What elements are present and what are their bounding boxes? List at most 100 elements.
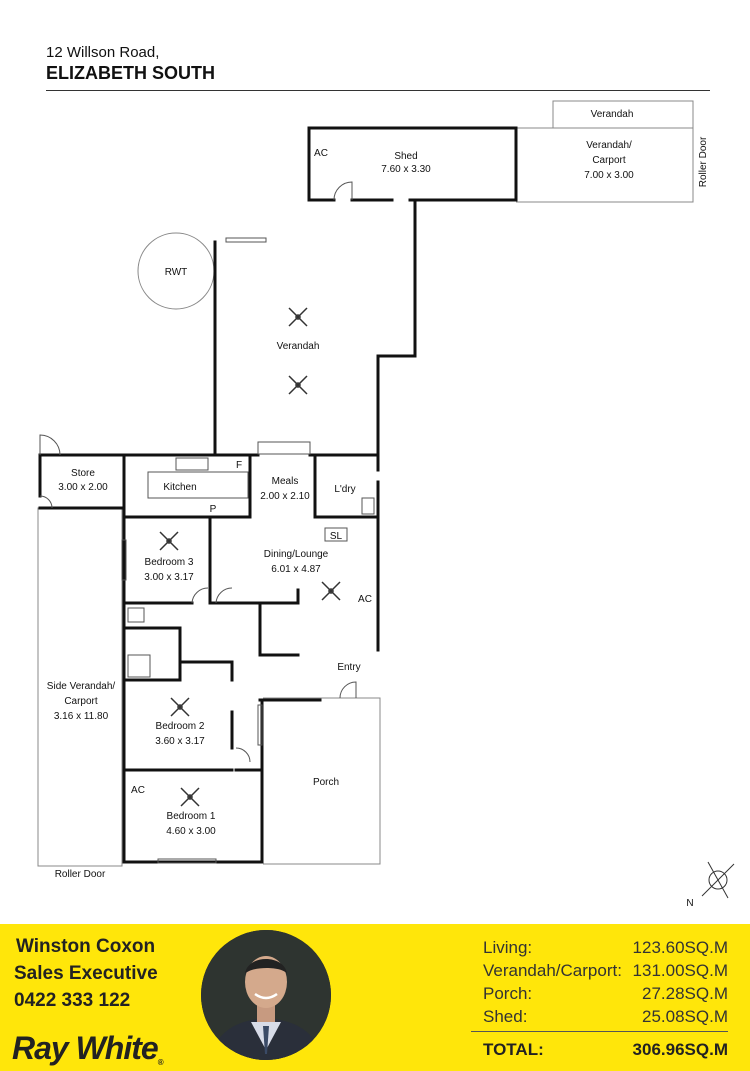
entry-wall xyxy=(258,601,300,657)
kitchen-bench xyxy=(147,471,249,499)
verandah-east-wall xyxy=(376,198,417,457)
store-side-door xyxy=(39,495,53,509)
ac-bed1-label: AC xyxy=(131,785,145,796)
kitchen-wall xyxy=(122,456,252,519)
area-row: Verandah/Carport: 131.00SQ.M xyxy=(483,961,728,984)
area-value: 131.00SQ.M xyxy=(632,961,728,980)
bedroom3-label: Bedroom 3 xyxy=(145,557,194,568)
porch-label: Porch xyxy=(313,777,339,788)
sl-box xyxy=(324,527,348,542)
fan-icon xyxy=(180,787,200,807)
laundry-wall xyxy=(313,453,380,519)
entry-door xyxy=(339,681,357,699)
fan-icon xyxy=(159,531,179,551)
header-divider xyxy=(46,90,710,91)
agent-name: Winston Coxon xyxy=(16,936,156,957)
laundry-label: L'dry xyxy=(334,484,355,495)
bedroom3-door xyxy=(191,587,209,604)
brand-logo: Ray White® xyxy=(12,1030,164,1067)
bedroom3-wall xyxy=(208,515,260,605)
suburb-title: ELIZABETH SOUTH xyxy=(46,63,215,83)
linen-wall xyxy=(178,660,234,682)
bedroom2-window xyxy=(257,704,263,746)
meals-sliding-door xyxy=(257,441,311,455)
agent-footer: Winston Coxon Sales Executive 0422 333 1… xyxy=(0,924,750,1071)
shed-wall xyxy=(307,126,518,202)
total-value: 306.96SQ.M xyxy=(632,1040,728,1059)
north-arrow-icon xyxy=(701,861,735,899)
ac-lounge-label: AC xyxy=(358,594,372,605)
kitchen-label: Kitchen xyxy=(163,482,196,493)
north-label: N xyxy=(686,898,693,909)
verandah-window xyxy=(225,237,267,243)
hall-door xyxy=(215,587,233,604)
area-label: Living: xyxy=(483,938,533,957)
side-verandah-label-2: Carport xyxy=(64,696,98,707)
total-label: TOTAL: xyxy=(483,1040,544,1059)
area-label: Verandah/Carport: xyxy=(483,961,622,980)
brand-mark: ® xyxy=(157,1058,164,1067)
verandah-top-label: Verandah xyxy=(591,109,634,120)
dining-lounge-dims: 6.01 x 4.87 xyxy=(271,564,321,575)
side-verandah-label-1: Side Verandah/ xyxy=(47,681,116,692)
rwt-label: RWT xyxy=(165,267,188,278)
meals-dims: 2.00 x 2.10 xyxy=(260,491,310,502)
bedroom1-window xyxy=(157,858,217,864)
area-value: 25.08SQ.M xyxy=(642,1007,728,1026)
bedroom1-label: Bedroom 1 xyxy=(167,811,216,822)
shower xyxy=(127,654,151,678)
agent-photo xyxy=(201,930,331,1060)
store-dims: 3.00 x 2.00 xyxy=(58,482,108,493)
area-label: Shed: xyxy=(483,1007,528,1026)
shed-dims: 7.60 x 3.30 xyxy=(381,164,431,175)
roller-door-right-label: Roller Door xyxy=(698,136,709,187)
shed-label: Shed xyxy=(394,151,417,162)
hall-wall xyxy=(230,588,300,605)
area-row: Living: 123.60SQ.M xyxy=(483,938,728,961)
bedroom2-dims: 3.60 x 3.17 xyxy=(155,736,205,747)
total-divider xyxy=(471,1031,728,1032)
entry-label: Entry xyxy=(337,662,360,673)
bedroom2-door xyxy=(235,747,251,763)
fan-icon xyxy=(170,697,190,717)
meals-label: Meals xyxy=(272,476,299,487)
brand-name: Ray White xyxy=(12,1030,159,1066)
store-door xyxy=(39,434,61,456)
verandah-outlines xyxy=(37,100,694,867)
sl-label: SL xyxy=(330,531,343,542)
bedroom3-dims: 3.00 x 3.17 xyxy=(144,572,194,583)
sink xyxy=(175,457,209,471)
verandah-label: Verandah xyxy=(277,341,320,352)
fan-icon xyxy=(288,307,308,327)
fridge-label: F xyxy=(236,460,242,471)
address-line: 12 Willson Road, xyxy=(46,44,160,61)
porch-outline xyxy=(263,697,381,865)
bedroom3-window xyxy=(121,539,127,581)
verandah-carport-label-1: Verandah/ xyxy=(586,140,632,151)
walls xyxy=(38,126,518,864)
bath-wall xyxy=(122,626,182,682)
area-value: 27.28SQ.M xyxy=(642,984,728,1003)
area-summary: Living: 123.60SQ.M Verandah/Carport: 131.0… xyxy=(471,938,728,1059)
carport-outline xyxy=(516,127,694,203)
store-label: Store xyxy=(71,468,95,479)
agent-title: Sales Executive xyxy=(14,963,158,984)
area-row: Shed: 25.08SQ.M xyxy=(483,1007,728,1030)
verandah-carport-label-2: Carport xyxy=(592,155,626,166)
bedroom1-dims: 4.60 x 3.00 xyxy=(166,826,216,837)
doors xyxy=(39,181,375,864)
verandah-carport-dims: 7.00 x 3.00 xyxy=(584,170,634,181)
area-value: 123.60SQ.M xyxy=(632,938,728,957)
floor-plan: Verandah Verandah/ Carport 7.00 x 3.00 R… xyxy=(37,100,735,909)
ceiling-fans xyxy=(159,307,341,807)
fan-icon xyxy=(288,375,308,395)
room-labels: Verandah Verandah/ Carport 7.00 x 3.00 R… xyxy=(47,109,709,909)
agent-phone[interactable]: 0422 333 122 xyxy=(14,990,131,1011)
roller-door-bottom-label: Roller Door xyxy=(55,869,106,880)
dining-lounge-label: Dining/Lounge xyxy=(264,549,329,560)
west-bedroom-wall xyxy=(122,453,264,864)
side-verandah-dims: 3.16 x 11.80 xyxy=(54,711,109,722)
toilet xyxy=(127,607,145,623)
trough xyxy=(361,497,375,515)
area-label: Porch: xyxy=(483,984,533,1003)
